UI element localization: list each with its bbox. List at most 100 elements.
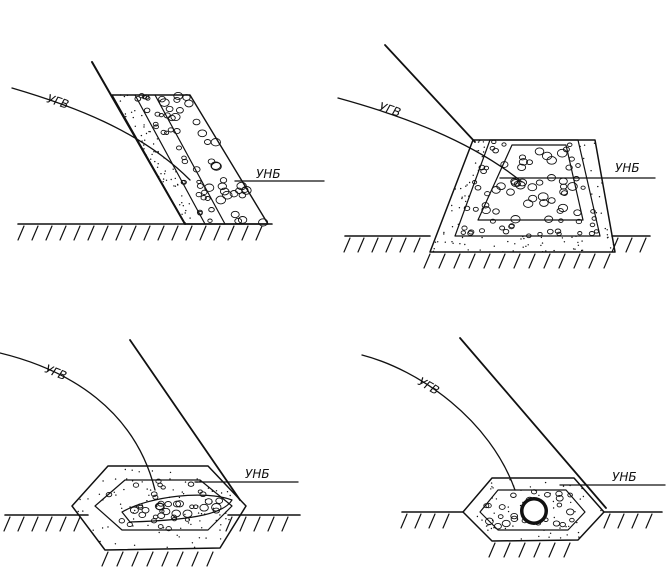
sand-grain: [593, 142, 596, 144]
hatch-stroke: [343, 237, 351, 253]
gravel-stone: [567, 492, 573, 498]
sand-grain: [538, 535, 540, 538]
ugv-label: УГВ: [377, 100, 402, 120]
gravel-stone: [170, 112, 181, 122]
hatch-stroke: [101, 225, 109, 241]
sand-grain: [121, 507, 123, 509]
sand-grain: [541, 251, 544, 253]
gravel-stone: [554, 228, 562, 234]
gravel-stone: [141, 94, 148, 100]
gravel-stone: [182, 509, 193, 518]
sand-grain: [215, 490, 218, 492]
sand-grain: [119, 100, 122, 102]
sand-grain: [147, 524, 149, 527]
gravel-stone: [167, 127, 174, 133]
gravel-stone: [558, 218, 564, 223]
sand-grain: [151, 470, 154, 472]
sand-grain: [490, 488, 492, 490]
sand-grain: [507, 506, 509, 508]
sand-grain: [444, 241, 446, 243]
ground-hatch: [17, 225, 263, 241]
sand-grain: [185, 209, 187, 212]
hatch-stroke: [357, 237, 365, 253]
hatch-stroke: [453, 253, 461, 269]
gravel-stone: [527, 183, 538, 192]
sand-grain: [590, 170, 592, 172]
gravel-stone: [559, 521, 566, 528]
sand-grain: [576, 521, 578, 524]
hatch-stroke: [227, 225, 235, 241]
sand-grain: [597, 185, 599, 188]
sand-grain: [507, 510, 510, 513]
gravel-stone: [237, 216, 248, 224]
sand-grain: [132, 518, 135, 520]
hatch-stroke: [157, 225, 165, 241]
gravel-stone: [501, 519, 511, 528]
hatch-stroke: [423, 253, 431, 269]
sand-grain: [459, 243, 461, 245]
sand-grain: [182, 493, 185, 495]
sand-grain: [583, 157, 585, 160]
sand-grain: [464, 243, 466, 246]
hatch-stroke: [161, 551, 169, 567]
hatch-stroke: [59, 225, 67, 241]
gravel-stone: [556, 502, 563, 508]
hatch-stroke: [548, 542, 556, 558]
sand-grain: [461, 197, 463, 200]
sand-grain: [225, 510, 227, 513]
sand-grain: [123, 95, 126, 98]
sand-grain: [107, 526, 109, 528]
drain-pipe-bore: [522, 499, 546, 523]
sand-grain: [600, 212, 602, 214]
hatch-stroke: [498, 253, 506, 269]
sand-grain: [198, 537, 201, 539]
ugv-label: УГВ: [45, 92, 70, 112]
hatch-stroke: [143, 225, 151, 241]
sand-grain: [572, 248, 575, 250]
sand-grain: [193, 546, 196, 548]
sand-grain: [205, 537, 207, 539]
gravel-stone: [567, 182, 578, 191]
gravel-stone: [569, 517, 575, 523]
sand-grain: [154, 160, 156, 163]
hatch-stroke: [573, 253, 581, 269]
sand-grain: [490, 482, 493, 484]
unb-label: УНБ: [245, 467, 270, 481]
sand-grain: [165, 179, 168, 181]
gravel-stone: [154, 111, 161, 117]
gravel-stone: [118, 518, 125, 524]
sand-grain: [477, 150, 480, 152]
sand-grain: [522, 246, 524, 248]
sand-grain: [477, 141, 480, 143]
sand-grain: [559, 527, 561, 529]
sand-grain: [574, 248, 576, 250]
sand-grain: [520, 538, 522, 540]
sand-grain: [434, 241, 437, 243]
gravel-stone: [481, 206, 491, 215]
sand-grain: [487, 529, 489, 531]
sand-grain: [173, 185, 175, 187]
sand-grain: [529, 486, 532, 488]
hatch-stroke: [131, 551, 139, 567]
hatch-stroke: [625, 237, 633, 253]
gravel-stone: [552, 520, 561, 527]
gravel-stone: [489, 145, 496, 151]
gravel-stone: [222, 190, 233, 200]
gravel-stone: [195, 191, 202, 198]
gravel-stone: [173, 91, 184, 100]
hatch-stroke: [239, 516, 247, 532]
gravel-stone: [211, 503, 222, 512]
hatch-stroke: [185, 225, 193, 241]
sand-grain: [578, 536, 580, 538]
sand-grain: [493, 512, 495, 514]
gravel-stone: [158, 112, 164, 118]
gravel-stone: [547, 197, 556, 204]
gravel-stone: [566, 142, 573, 148]
sand-grain: [595, 212, 598, 214]
gravel-stone: [555, 495, 564, 502]
sand-grain: [570, 501, 572, 504]
gravel-stone: [172, 500, 182, 508]
gravel-stone: [164, 501, 172, 508]
gravel-stone: [161, 507, 171, 516]
sand-grain: [563, 241, 566, 243]
